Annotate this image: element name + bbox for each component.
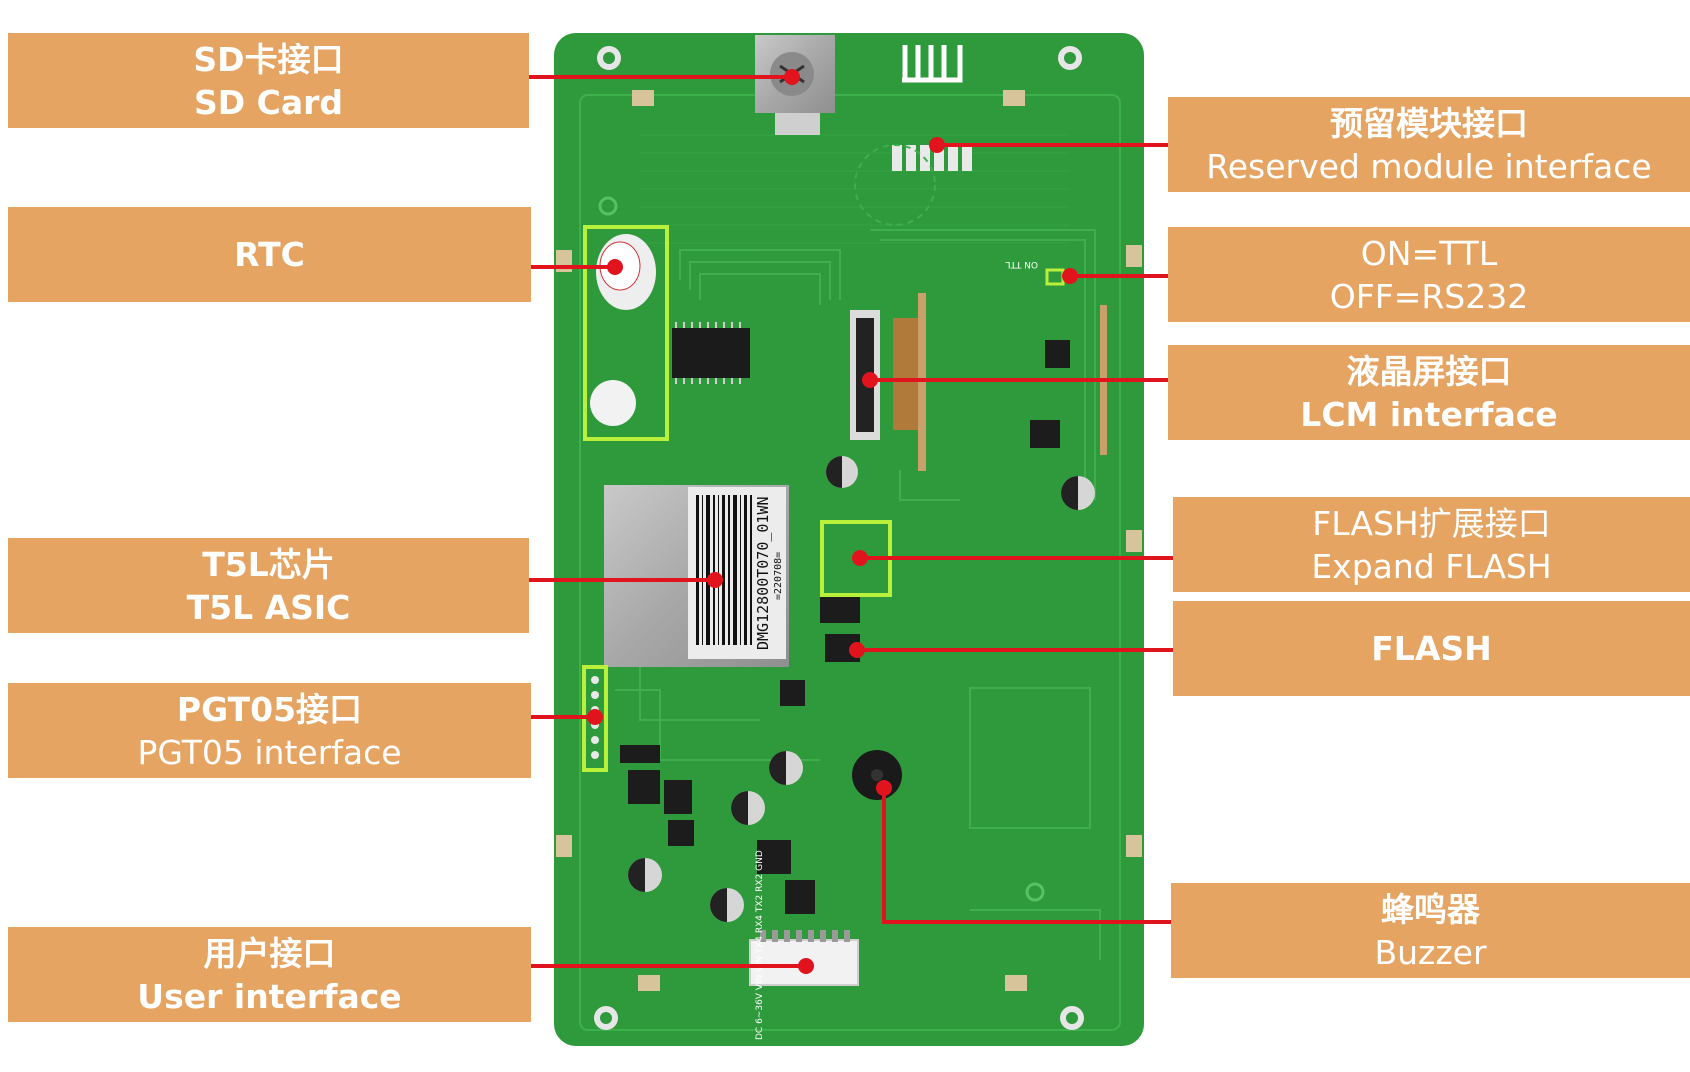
capacitors: [628, 456, 1095, 922]
mounting-holes: [594, 46, 1084, 1030]
label-sd-card-zh: SD卡接口: [193, 39, 344, 79]
reserved-module-pads: [854, 144, 972, 226]
leader-dots: [587, 69, 1078, 974]
module-pad-area: [969, 687, 1091, 829]
bottom-pin-labels: DC 6~36V VIN VIN TX4 RX4 TX2 RX2 GND: [755, 850, 765, 1040]
leader-lines: [529, 75, 1173, 968]
chip-date-text: =220708=: [773, 552, 784, 600]
t5l-chip: DMG12800T070_01WN =220708=: [604, 485, 789, 667]
mcu-ic: [672, 322, 750, 384]
ttl-switch-silk: ON TTL: [1005, 259, 1038, 269]
label-ttl-switch-line2: OFF=RS232: [1329, 276, 1529, 316]
label-rtc-text: RTC: [234, 235, 305, 274]
label-buzzer-en: Buzzer: [1374, 932, 1487, 972]
label-ttl-switch: ON=TTL OFF=RS232: [1168, 227, 1690, 322]
label-lcm-zh: 液晶屏接口: [1346, 351, 1512, 391]
label-flash: FLASH: [1173, 601, 1690, 696]
label-flash-expand: FLASH扩展接口 Expand FLASH: [1173, 497, 1690, 592]
label-pgt05-zh: PGT05接口: [176, 689, 363, 729]
label-reserved-module-en: Reserved module interface: [1206, 146, 1652, 186]
label-sd-card: SD卡接口 SD Card: [8, 33, 529, 128]
board-logo: [902, 45, 963, 83]
label-flash-expand-en: Expand FLASH: [1311, 546, 1552, 586]
chip-label-text: DMG12800T070_01WN: [754, 496, 772, 650]
label-sd-card-en: SD Card: [193, 82, 344, 122]
buzzer-component: [852, 750, 902, 800]
small-components: [620, 340, 1070, 914]
label-reserved-module: 预留模块接口 Reserved module interface: [1168, 97, 1690, 192]
label-ttl-switch-line1: ON=TTL: [1360, 233, 1498, 273]
sd-card-slot: [755, 35, 835, 135]
label-t5l-zh: T5L芯片: [202, 544, 335, 584]
rtc-battery: [583, 225, 669, 441]
label-pgt05: PGT05接口 PGT05 interface: [8, 683, 531, 778]
label-buzzer: 蜂鸣器 Buzzer: [1171, 883, 1690, 978]
label-reserved-module-zh: 预留模块接口: [1330, 103, 1528, 143]
label-rtc: RTC: [8, 207, 531, 302]
label-pgt05-en: PGT05 interface: [137, 732, 402, 772]
label-t5l: T5L芯片 T5L ASIC: [8, 538, 529, 633]
label-lcm: 液晶屏接口 LCM interface: [1168, 345, 1690, 440]
label-user-interface-zh: 用户接口: [203, 933, 336, 973]
label-flash-expand-zh: FLASH扩展接口: [1312, 503, 1551, 543]
label-lcm-en: LCM interface: [1300, 394, 1558, 434]
label-buzzer-zh: 蜂鸣器: [1381, 889, 1480, 929]
label-user-interface-en: User interface: [137, 976, 402, 1016]
label-t5l-en: T5L ASIC: [186, 587, 351, 627]
label-flash-text: FLASH: [1371, 629, 1492, 668]
label-user-interface: 用户接口 User interface: [8, 927, 531, 1022]
